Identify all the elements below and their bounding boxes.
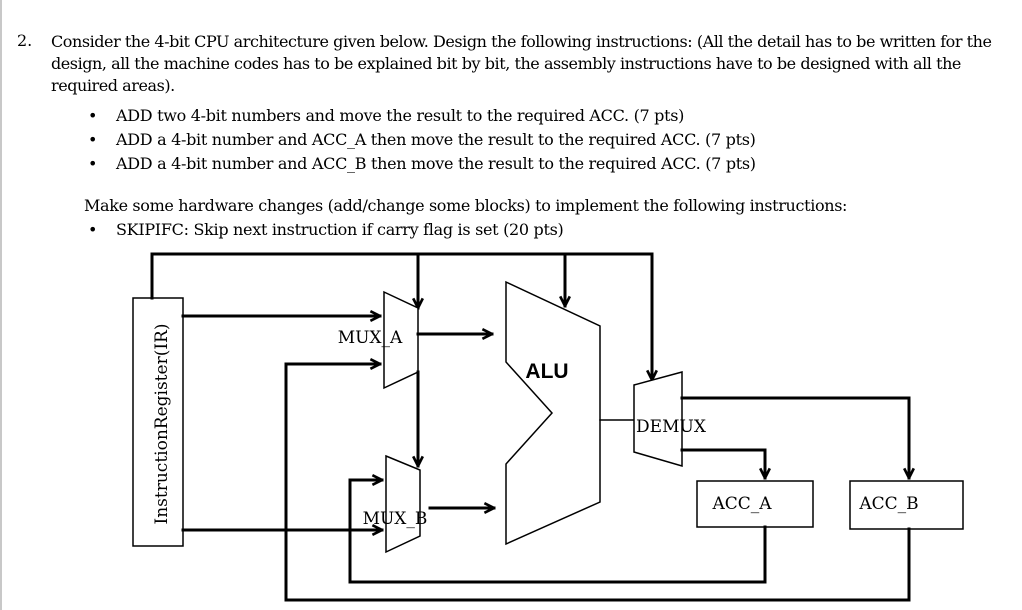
bullet-icon: • xyxy=(88,106,98,125)
instruction-list: •ADD two 4-bit numbers and move the resu… xyxy=(84,104,756,176)
acc-a-feedback-loop xyxy=(348,525,767,584)
demux-label: DEMUX xyxy=(636,417,707,437)
demux-to-acc-b-wire xyxy=(680,396,909,480)
hardware-instruction-list: •SKIPIFC: Skip next instruction if carry… xyxy=(84,218,564,242)
list-item: •SKIPIFC: Skip next instruction if carry… xyxy=(84,218,564,242)
demux-to-acc-a-wire xyxy=(680,448,765,480)
list-item: •ADD a 4-bit number and ACC_B then move … xyxy=(84,152,756,176)
feedback-to-mux-b-wire xyxy=(348,480,384,552)
mux-a-label: MUX_A xyxy=(338,328,403,348)
top-control-bus xyxy=(150,252,565,308)
alu-block xyxy=(505,280,601,546)
bullet-icon: • xyxy=(88,220,98,239)
list-item: •ADD two 4-bit numbers and move the resu… xyxy=(84,104,756,128)
hardware-note: Make some hardware changes (add/change s… xyxy=(84,196,848,215)
mux-b-block xyxy=(385,454,421,554)
question-number: 2. xyxy=(17,31,33,50)
mux-b-label: MUX_B xyxy=(363,509,428,529)
bullet-icon: • xyxy=(88,154,98,173)
bullet-icon: • xyxy=(88,130,98,149)
acc-b-feedback-loop xyxy=(284,527,911,602)
acc-a-block xyxy=(696,480,814,528)
question-text: Consider the 4-bit CPU architecture give… xyxy=(51,32,992,95)
acc-b-block xyxy=(849,480,964,530)
ir-label: InstructionRegister(IR) xyxy=(152,324,172,525)
feedback-to-mux-a-wire xyxy=(284,364,382,602)
acc-b-label: ACC_B xyxy=(858,494,918,514)
list-item: •ADD a 4-bit number and ACC_A then move … xyxy=(84,128,756,152)
demux-control-wire xyxy=(563,252,652,382)
demux-block xyxy=(633,371,683,467)
instruction-register-block xyxy=(132,297,184,547)
acc-a-label: ACC_A xyxy=(711,494,772,514)
alu-label: ALU xyxy=(525,360,568,383)
page-edge xyxy=(0,0,2,610)
